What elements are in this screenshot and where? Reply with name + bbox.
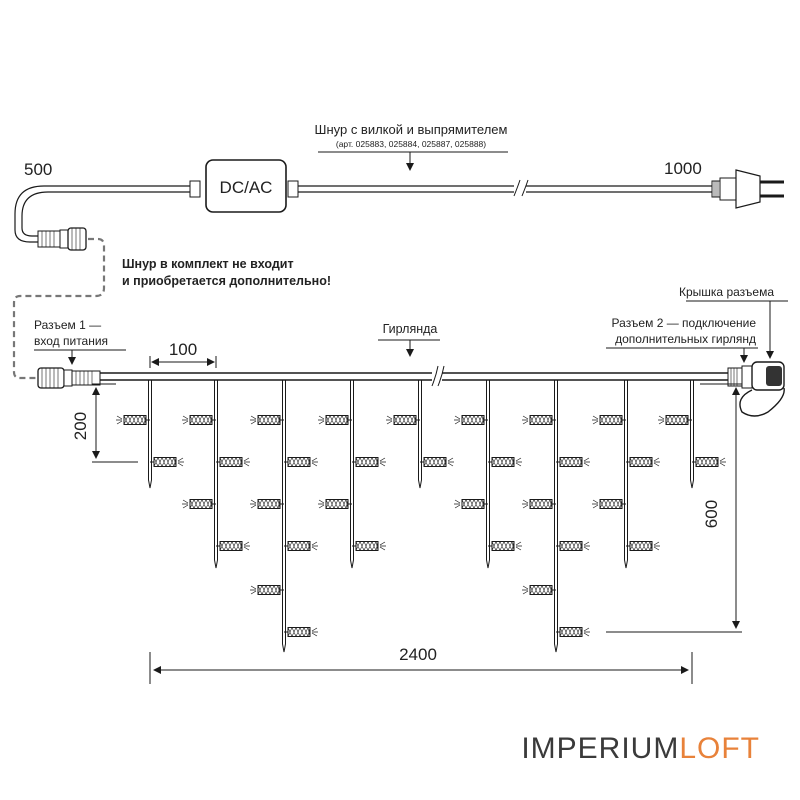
- led-bulb: [556, 457, 590, 467]
- connector-1-line-2: вход питания: [34, 334, 108, 348]
- dimension-drop-short: 200: [71, 383, 138, 463]
- led-bulb: [182, 415, 216, 425]
- dc-ac-adapter: DC/AC: [189, 159, 299, 213]
- dimension-spacing-label: 100: [169, 340, 197, 359]
- logo-part-2: LOFT: [679, 732, 760, 765]
- led-bulb: [454, 415, 488, 425]
- power-cord: [14, 179, 712, 243]
- led-bulb: [250, 585, 284, 595]
- drop-wire: [690, 380, 694, 489]
- led-bulb: [284, 627, 318, 637]
- note-line-1: Шнур в комплект не входит: [122, 257, 294, 271]
- led-bulb: [556, 541, 590, 551]
- led-bulb: [318, 415, 352, 425]
- connector-1-line-1: Разъем 1 —: [34, 318, 101, 332]
- led-bulb: [386, 415, 420, 425]
- led-bulb: [522, 415, 556, 425]
- led-bulb: [556, 627, 590, 637]
- connector-2-output: [727, 361, 785, 417]
- connector-1-input: [37, 367, 101, 389]
- cord-title: Шнур с вилкой и выпрямителем: [315, 122, 508, 137]
- cord-connector: [37, 227, 87, 251]
- dimension-spacing: 100: [149, 340, 217, 368]
- led-bulb: [284, 541, 318, 551]
- led-bulb: [488, 541, 522, 551]
- led-bulb: [692, 457, 726, 467]
- connector-2-line-1: Разъем 2 — подключение: [612, 316, 757, 330]
- led-bulb: [658, 415, 692, 425]
- drop-7: [522, 380, 590, 653]
- led-bulb: [522, 499, 556, 509]
- drop-wire: [418, 380, 422, 489]
- led-bulb: [352, 457, 386, 467]
- led-bulb: [182, 499, 216, 509]
- garland-drops: [116, 380, 726, 653]
- led-bulb: [626, 541, 660, 551]
- dimension-drop-short-label: 200: [71, 412, 90, 440]
- dimension-drop-long-label: 600: [702, 500, 721, 528]
- drop-wire: [486, 380, 490, 569]
- drop-wire: [214, 380, 218, 569]
- led-bulb: [284, 457, 318, 467]
- drop-8: [592, 380, 660, 569]
- led-bulb: [592, 499, 626, 509]
- led-bulb: [488, 457, 522, 467]
- drop-5: [386, 380, 454, 489]
- led-bulb: [250, 415, 284, 425]
- led-bulb: [626, 457, 660, 467]
- dimension-drop-long: 600: [606, 383, 742, 633]
- logo-part-1: IMPERIUM: [521, 732, 680, 765]
- led-bulb: [116, 415, 150, 425]
- drop-wire: [282, 380, 286, 653]
- dimension-total-length: 2400: [149, 645, 693, 684]
- drop-9: [658, 380, 726, 489]
- led-bulb: [454, 499, 488, 509]
- led-bulb: [522, 585, 556, 595]
- cord-length-right: 1000: [664, 159, 702, 178]
- drop-4: [318, 380, 386, 569]
- drop-wire: [624, 380, 628, 569]
- drop-wire: [554, 380, 558, 653]
- drop-6: [454, 380, 522, 569]
- led-bulb: [352, 541, 386, 551]
- drop-wire: [350, 380, 354, 569]
- cord-length-left: 500: [24, 160, 52, 179]
- led-bulb: [150, 457, 184, 467]
- note-line-2: и приобретается дополнительно!: [122, 274, 331, 288]
- drop-2: [182, 380, 250, 569]
- drop-wire: [148, 380, 152, 489]
- cap-label: Крышка разъема: [679, 285, 774, 299]
- imperium-loft-logo: IMPERIUMLOFT: [521, 732, 760, 766]
- drop-1: [116, 380, 184, 489]
- connector-2-line-2: дополнительных гирлянд: [615, 332, 756, 346]
- led-bulb: [216, 541, 250, 551]
- led-bulb: [250, 499, 284, 509]
- led-bulb: [592, 415, 626, 425]
- power-plug: [711, 169, 784, 209]
- drop-3: [250, 380, 318, 653]
- led-bulb: [318, 499, 352, 509]
- adapter-label: DC/AC: [220, 178, 273, 197]
- garland-label: Гирлянда: [383, 322, 438, 336]
- cord-articles: (арт. 025883, 025884, 025887, 025888): [336, 139, 486, 149]
- optional-connection-dashed: [12, 237, 106, 380]
- led-bulb: [216, 457, 250, 467]
- led-bulb: [420, 457, 454, 467]
- dimension-total-length-label: 2400: [399, 645, 437, 664]
- garland-main-wire: [100, 365, 728, 387]
